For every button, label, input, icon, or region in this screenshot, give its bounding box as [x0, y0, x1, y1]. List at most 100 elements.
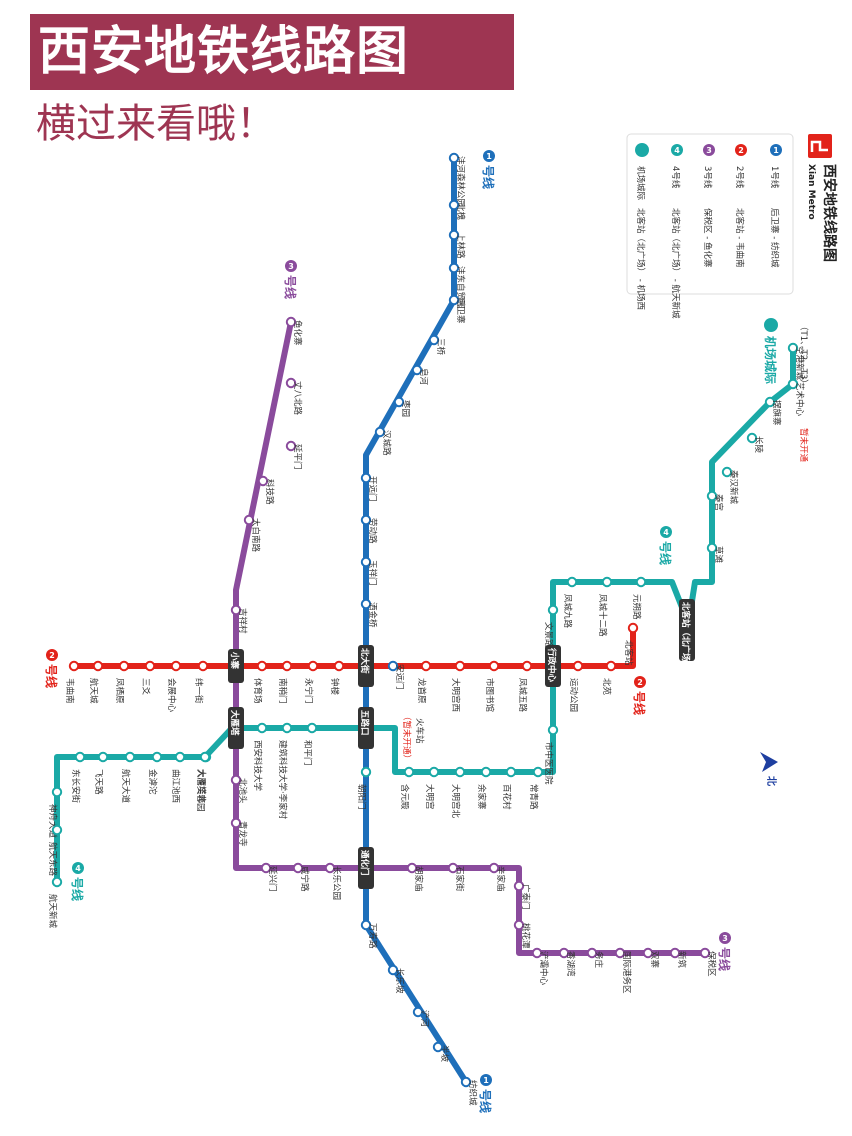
station-dot[interactable]: [393, 396, 405, 408]
station-dot[interactable]: [635, 576, 647, 588]
station-dot[interactable]: [360, 766, 372, 778]
station-dot[interactable]: [307, 660, 319, 672]
station-dot[interactable]: [614, 947, 626, 959]
station-dot[interactable]: [243, 514, 255, 526]
station-dot[interactable]: [448, 152, 460, 164]
station-dot[interactable]: [118, 660, 130, 672]
station-dot[interactable]: [292, 862, 304, 874]
station-dot[interactable]: [285, 440, 297, 452]
station-dot[interactable]: [174, 751, 186, 763]
station-dot[interactable]: [97, 751, 109, 763]
station-dot[interactable]: [488, 862, 500, 874]
station-dot[interactable]: [306, 722, 318, 734]
station-dot[interactable]: [706, 490, 718, 502]
station-dot[interactable]: [403, 766, 415, 778]
interchange-beikezhan[interactable]: [679, 599, 695, 661]
station-dot[interactable]: [699, 947, 711, 959]
station-dot[interactable]: [448, 199, 460, 211]
station-dot[interactable]: [281, 660, 293, 672]
station-dot[interactable]: [532, 766, 544, 778]
station-dot[interactable]: [521, 660, 533, 672]
station-dot[interactable]: [197, 660, 209, 672]
station-dot[interactable]: [488, 660, 500, 672]
station-dot[interactable]: [448, 294, 460, 306]
station-dot[interactable]: [51, 824, 63, 836]
station-dot[interactable]: [420, 660, 432, 672]
station-dot[interactable]: [260, 862, 272, 874]
station-dot[interactable]: [387, 964, 399, 976]
station-dot[interactable]: [230, 604, 242, 616]
station-dot[interactable]: [505, 766, 517, 778]
station-dot[interactable]: [513, 919, 525, 931]
station-dot[interactable]: [387, 660, 399, 672]
station-dot[interactable]: [360, 472, 372, 484]
station-dot[interactable]: [360, 514, 372, 526]
station-dot[interactable]: [566, 576, 578, 588]
station-dot[interactable]: [558, 947, 570, 959]
station-dot[interactable]: [601, 576, 613, 588]
station-dot[interactable]: [605, 660, 617, 672]
station-dot[interactable]: [51, 876, 63, 888]
station-dot[interactable]: [230, 774, 242, 786]
station-dot[interactable]: [428, 766, 440, 778]
station-dot[interactable]: [787, 342, 799, 354]
station-dot[interactable]: [642, 947, 654, 959]
station-dot[interactable]: [333, 660, 345, 672]
station-dot[interactable]: [144, 660, 156, 672]
station-dot[interactable]: [324, 862, 336, 874]
station-dot[interactable]: [374, 426, 386, 438]
station-dot[interactable]: [627, 622, 639, 634]
station-dot[interactable]: [669, 947, 681, 959]
station-dot[interactable]: [92, 660, 104, 672]
station-dot[interactable]: [454, 766, 466, 778]
station-dot[interactable]: [764, 396, 776, 408]
interchange-beidajie[interactable]: [358, 645, 374, 687]
station-dot[interactable]: [360, 598, 372, 610]
station-dot[interactable]: [448, 229, 460, 241]
station-dot[interactable]: [68, 660, 80, 672]
station-dot[interactable]: [547, 724, 559, 736]
station-dot[interactable]: [170, 660, 182, 672]
station-dot[interactable]: [256, 722, 268, 734]
station-dot[interactable]: [428, 334, 440, 346]
interchange-xingzhengzhongxin[interactable]: [545, 645, 561, 687]
station-dot[interactable]: [787, 378, 799, 390]
station-dot[interactable]: [285, 377, 297, 389]
station-dot[interactable]: [448, 262, 460, 274]
interchange-xiaozhai[interactable]: [228, 649, 244, 683]
station-dot[interactable]: [151, 751, 163, 763]
station-dot[interactable]: [547, 604, 559, 616]
station-dot[interactable]: [256, 660, 268, 672]
station-dot[interactable]: [454, 660, 466, 672]
station-dot[interactable]: [447, 862, 459, 874]
station-dot[interactable]: [360, 919, 372, 931]
station-dot[interactable]: [74, 751, 86, 763]
station-dot[interactable]: [460, 1076, 472, 1088]
line-badge-circle: [483, 150, 495, 162]
station-dot[interactable]: [480, 766, 492, 778]
station-dot[interactable]: [51, 786, 63, 798]
station-dot[interactable]: [706, 542, 718, 554]
station-dot[interactable]: [360, 556, 372, 568]
station-dot[interactable]: [721, 466, 733, 478]
station-dot[interactable]: [285, 316, 297, 328]
station-dot[interactable]: [230, 817, 242, 829]
station-dot[interactable]: [281, 722, 293, 734]
station-dot[interactable]: [257, 475, 269, 487]
station-dot[interactable]: [412, 1006, 424, 1018]
line-badge-number: 2: [49, 651, 55, 660]
station-dot[interactable]: [531, 947, 543, 959]
interchange-dayanta[interactable]: [228, 707, 244, 749]
station-dot[interactable]: [124, 751, 136, 763]
interchange-tonghuamen[interactable]: [358, 847, 374, 889]
station-dot[interactable]: [586, 947, 598, 959]
station-dot[interactable]: [513, 880, 525, 892]
interchange-wulukou[interactable]: [358, 707, 374, 749]
station-dot[interactable]: [406, 862, 418, 874]
station-dot[interactable]: [572, 660, 584, 672]
station-dot[interactable]: [199, 751, 211, 763]
station-dot[interactable]: [411, 364, 423, 376]
station-dot[interactable]: [746, 432, 758, 444]
station-label: 桃花潭: [520, 923, 531, 949]
station-dot[interactable]: [432, 1041, 444, 1053]
